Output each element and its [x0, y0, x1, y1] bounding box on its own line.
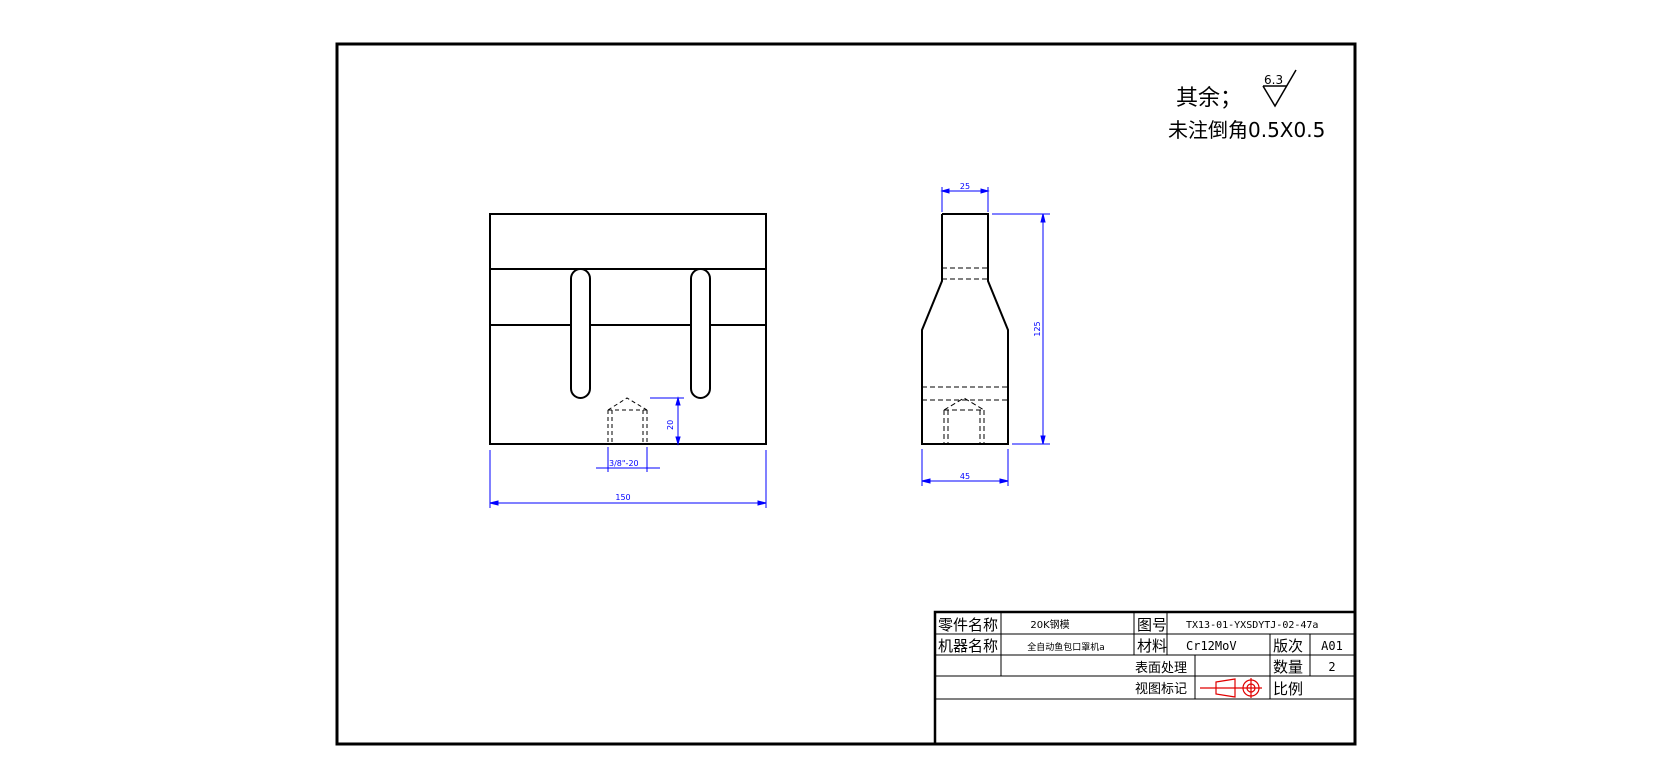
- view-symbol-label: 视图标记: [1135, 682, 1187, 697]
- material-value: Cr12MoV: [1186, 639, 1237, 653]
- front-dimensions: [489, 396, 767, 508]
- roughness-symbol-icon: [1262, 69, 1297, 108]
- revision-label: 版次: [1273, 637, 1303, 655]
- dim-thread-depth: 20: [666, 420, 675, 430]
- dim-front-width: 150: [615, 493, 630, 502]
- drawing-frame: [335, 42, 1357, 746]
- projection-symbol-icon: [1200, 678, 1262, 698]
- scale-label: 比例: [1273, 680, 1303, 698]
- roughness-value: 6.3: [1264, 73, 1283, 87]
- drawing-no-label: 图号: [1137, 616, 1167, 634]
- side-dimensions: [921, 187, 1050, 486]
- drawing-no-value: TX13-01-YXSDYTJ-02-47a: [1186, 620, 1318, 631]
- front-view: [489, 213, 767, 445]
- machine-name-label: 机器名称: [938, 637, 998, 655]
- roughness-prefix: 其余；: [1176, 86, 1242, 111]
- title-block: [933, 610, 1357, 746]
- slot-right: [690, 268, 711, 399]
- quantity-label: 数量: [1273, 658, 1303, 676]
- quantity-value: 2: [1328, 660, 1335, 674]
- hidden-thread-hole: [607, 397, 648, 444]
- dim-side-height: 125: [1033, 321, 1042, 336]
- machine-name-value: 全自动鱼包口罩机a: [1027, 641, 1105, 653]
- dim-side-top-width: 25: [960, 182, 970, 191]
- side-view: [921, 213, 1009, 445]
- material-label: 材料: [1137, 637, 1167, 655]
- part-name-value: 20K钢模: [1030, 618, 1069, 631]
- dim-side-bottom-width: 45: [960, 472, 970, 481]
- revision-value: A01: [1321, 639, 1343, 653]
- surface-treatment-label: 表面处理: [1135, 661, 1187, 676]
- chamfer-note: 未注倒角0.5X0.5: [1168, 118, 1325, 142]
- dim-thread-spec: 3/8"-20: [609, 459, 639, 468]
- slot-left: [570, 268, 591, 399]
- part-name-label: 零件名称: [938, 616, 998, 634]
